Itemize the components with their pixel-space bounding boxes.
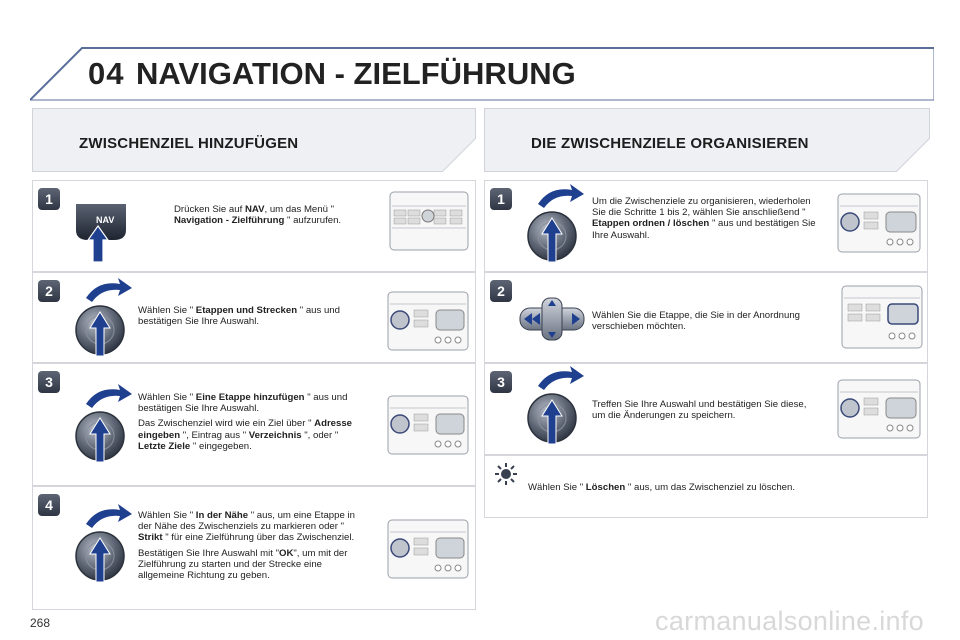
bold-term: Löschen xyxy=(585,482,626,493)
rotary-knob-icon xyxy=(75,384,132,463)
rotary-knob-icon xyxy=(527,366,584,445)
step-badge: 4 xyxy=(38,494,60,516)
left-step-3-text: Wählen Sie " Eine Etappe hinzufügen " au… xyxy=(138,392,368,456)
text-run: Wählen Sie " xyxy=(138,305,196,316)
bold-term: Letzte Ziele xyxy=(138,440,191,452)
left-section-heading: ZWISCHENZIEL HINZUFÜGEN xyxy=(79,135,299,152)
text-run: Bestätigen Sie Ihre Auswahl mit " xyxy=(138,547,279,559)
radio-unit-icon xyxy=(387,519,469,579)
paragraph: Wählen Sie " Eine Etappe hinzufügen " au… xyxy=(138,392,368,414)
text-run: , um das Menü " xyxy=(264,204,335,215)
paragraph: Treffen Sie Ihre Auswahl und bestätigen … xyxy=(592,399,818,421)
text-run: Um die Zwischenziele zu organisieren, wi… xyxy=(592,196,811,219)
text-run: Wählen Sie die Etappe, die Sie in der An… xyxy=(592,310,801,333)
text-run: " aus, um das Zwischenziel zu löschen. xyxy=(625,482,796,493)
right-section-header: DIE ZWISCHENZIELE ORGANISIEREN xyxy=(484,108,930,172)
paragraph: Drücken Sie auf NAV, um das Menü " Navig… xyxy=(174,204,374,226)
left-section-header: ZWISCHENZIEL HINZUFÜGEN xyxy=(32,108,476,172)
paragraph: Wählen Sie " In der Nähe " aus, um eine … xyxy=(138,510,370,544)
page-title: NAVIGATION - ZIELFÜHRUNG xyxy=(136,56,576,91)
bold-term: Eine Etappe hinzufügen xyxy=(195,392,305,403)
step-badge: 3 xyxy=(38,371,60,393)
bold-term: Verzeichnis xyxy=(248,429,302,441)
text-run: " aufzurufen. xyxy=(284,215,342,227)
radio-unit-icon xyxy=(837,193,921,253)
text-run: Treffen Sie Ihre Auswahl und bestätigen … xyxy=(592,399,807,422)
bold-term: Etappen ordnen / löschen xyxy=(592,218,710,230)
text-run: Wählen Sie " xyxy=(138,510,196,521)
text-run: Drücken Sie auf xyxy=(174,204,245,215)
text-run: " aus und bestätigen Sie Ihre Auswahl. xyxy=(138,305,340,328)
bold-term: NAV xyxy=(244,204,265,215)
step-badge: 2 xyxy=(38,280,60,302)
text-run: Wählen Sie " xyxy=(528,482,586,493)
paragraph: Um die Zwischenziele zu organisieren, wi… xyxy=(592,196,818,241)
left-step-2-text: Wählen Sie " Etappen und Strecken " aus … xyxy=(138,305,368,331)
radio-unit-icon xyxy=(389,191,469,251)
right-step-3-text: Treffen Sie Ihre Auswahl und bestätigen … xyxy=(592,399,818,425)
watermark: carmanualsonline.info xyxy=(655,606,924,636)
page-header xyxy=(30,44,934,102)
chapter-number: 04 xyxy=(88,56,125,91)
text-run: " aus und bestätigen Sie Ihre Auswahl. xyxy=(138,392,348,415)
radio-unit-icon xyxy=(837,379,921,439)
directional-pad-icon xyxy=(519,297,585,341)
text-run: Das Zwischenziel wird wie ein Ziel über … xyxy=(138,418,315,430)
nav-button-icon: NAV xyxy=(76,204,126,263)
step-badge: 2 xyxy=(490,280,512,302)
step-badge: 3 xyxy=(490,371,512,393)
paragraph: Das Zwischenziel wird wie ein Ziel über … xyxy=(138,418,368,452)
rotary-knob-icon xyxy=(527,184,584,263)
text-run: ", um mit der Zielführung zu starten und… xyxy=(138,547,348,582)
radio-unit-icon xyxy=(387,395,469,455)
bold-term: Adresse eingeben xyxy=(138,418,353,441)
rotary-knob-icon xyxy=(75,504,132,583)
right-step-1-text: Um die Zwischenziele zu organisieren, wi… xyxy=(592,196,818,245)
right-section-heading: DIE ZWISCHENZIELE ORGANISIEREN xyxy=(531,135,809,152)
tip-sun-icon xyxy=(495,463,517,485)
page-number: 268 xyxy=(30,616,51,630)
radio-unit-icon xyxy=(841,285,923,349)
left-step-1-text: Drücken Sie auf NAV, um das Menü " Navig… xyxy=(174,204,374,230)
text-run: Wählen Sie " xyxy=(138,392,196,403)
right-step-2-text: Wählen Sie die Etappe, die Sie in der An… xyxy=(592,310,812,336)
text-run: " eingegeben. xyxy=(190,440,252,452)
left-step-4-text: Wählen Sie " In der Nähe " aus, um eine … xyxy=(138,510,370,585)
bold-term: In der Nähe xyxy=(195,510,249,521)
right-tip xyxy=(484,455,928,518)
rotary-knob-icon xyxy=(75,278,132,357)
text-run: " aus, um eine Etappe in der Nähe des Zw… xyxy=(138,510,355,533)
text-run: " aus und bestätigen Sie Ihre Auswahl. xyxy=(592,218,816,241)
nav-button-label: NAV xyxy=(96,215,114,225)
paragraph: Wählen Sie die Etappe, die Sie in der An… xyxy=(592,310,812,332)
step-badge: 1 xyxy=(490,188,512,210)
text-run: " für eine Zielführung über das Zwischen… xyxy=(162,532,355,544)
radio-unit-icon xyxy=(387,291,469,351)
step-badge: 1 xyxy=(38,188,60,210)
paragraph: Wählen Sie " Etappen und Strecken " aus … xyxy=(138,305,368,327)
text-run: ", Eintrag aus " xyxy=(180,429,249,441)
text-run: ", oder " xyxy=(301,429,339,441)
bold-term: Strikt xyxy=(138,532,163,544)
paragraph: Bestätigen Sie Ihre Auswahl mit "OK", um… xyxy=(138,548,370,582)
bold-term: OK xyxy=(279,547,294,559)
right-tip-text: Wählen Sie " Löschen " aus, um das Zwisc… xyxy=(528,482,908,493)
bold-term: Etappen und Strecken xyxy=(195,305,298,316)
bold-term: Navigation - Zielführung xyxy=(174,215,285,227)
